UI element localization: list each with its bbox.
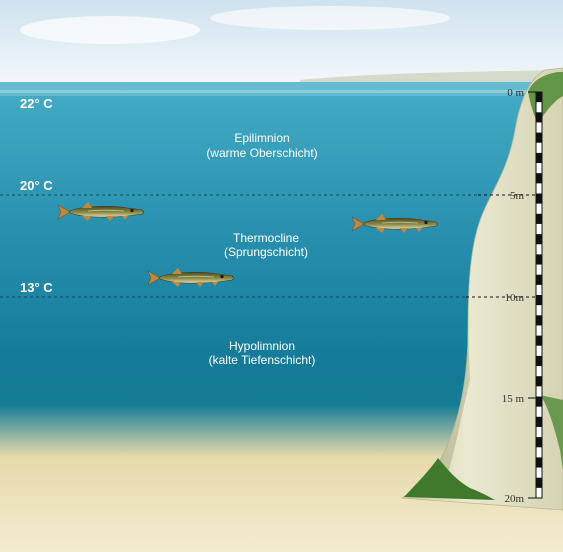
- depth-label-15: 15 m: [502, 393, 525, 405]
- ruler-segment: [536, 234, 542, 245]
- depth-ticks: [466, 91, 542, 499]
- moss-bottom: [404, 458, 495, 500]
- ruler-segment: [536, 92, 542, 103]
- cloud: [210, 6, 450, 30]
- ruler-segment: [536, 295, 542, 306]
- ruler-segment: [536, 112, 542, 123]
- moss-mid: [540, 395, 563, 470]
- temp-label-surface: 22° C: [20, 96, 53, 111]
- ruler-segment: [536, 152, 542, 164]
- depth-scale: [535, 91, 543, 499]
- layer-name-thermocline: Thermocline: [233, 231, 299, 245]
- ruler-segment: [536, 193, 542, 204]
- layer-desc-hypolimnion: (kalte Tiefenschicht): [209, 353, 316, 367]
- ruler-segment: [536, 355, 542, 367]
- water-surface-ripples: [0, 82, 563, 96]
- ruler-segment: [536, 437, 542, 448]
- ruler-segment: [536, 254, 542, 265]
- layer-name-hypolimnion: Hypolimnion: [229, 339, 295, 353]
- ruler-segment: [536, 416, 542, 427]
- layer-desc-thermocline: (Sprungschicht): [224, 245, 308, 259]
- layer-name-epilimnion: Epilimnion: [234, 131, 289, 145]
- distant-shore: [300, 70, 563, 84]
- ruler-segment: [536, 396, 542, 407]
- ruler-segment: [536, 213, 542, 224]
- depth-label-0: 0 m: [507, 87, 524, 99]
- depth-label-5: 5m: [510, 190, 525, 202]
- ruler-segment: [536, 315, 542, 326]
- temp-label-20: 20° C: [20, 178, 53, 193]
- ruler-segment: [536, 132, 542, 143]
- ruler-segment: [536, 477, 542, 488]
- layer-desc-epilimnion: (warme Oberschicht): [206, 146, 317, 160]
- ruler-segment: [536, 457, 542, 468]
- depth-label-10: 10m: [504, 292, 524, 304]
- ruler-segment: [536, 173, 542, 184]
- ruler-segment: [536, 376, 542, 387]
- cloud: [20, 16, 200, 44]
- depth-label-20: 20m: [504, 493, 524, 505]
- ruler-segment: [536, 335, 542, 346]
- ruler-segment: [536, 274, 542, 285]
- temp-label-13: 13° C: [20, 280, 53, 295]
